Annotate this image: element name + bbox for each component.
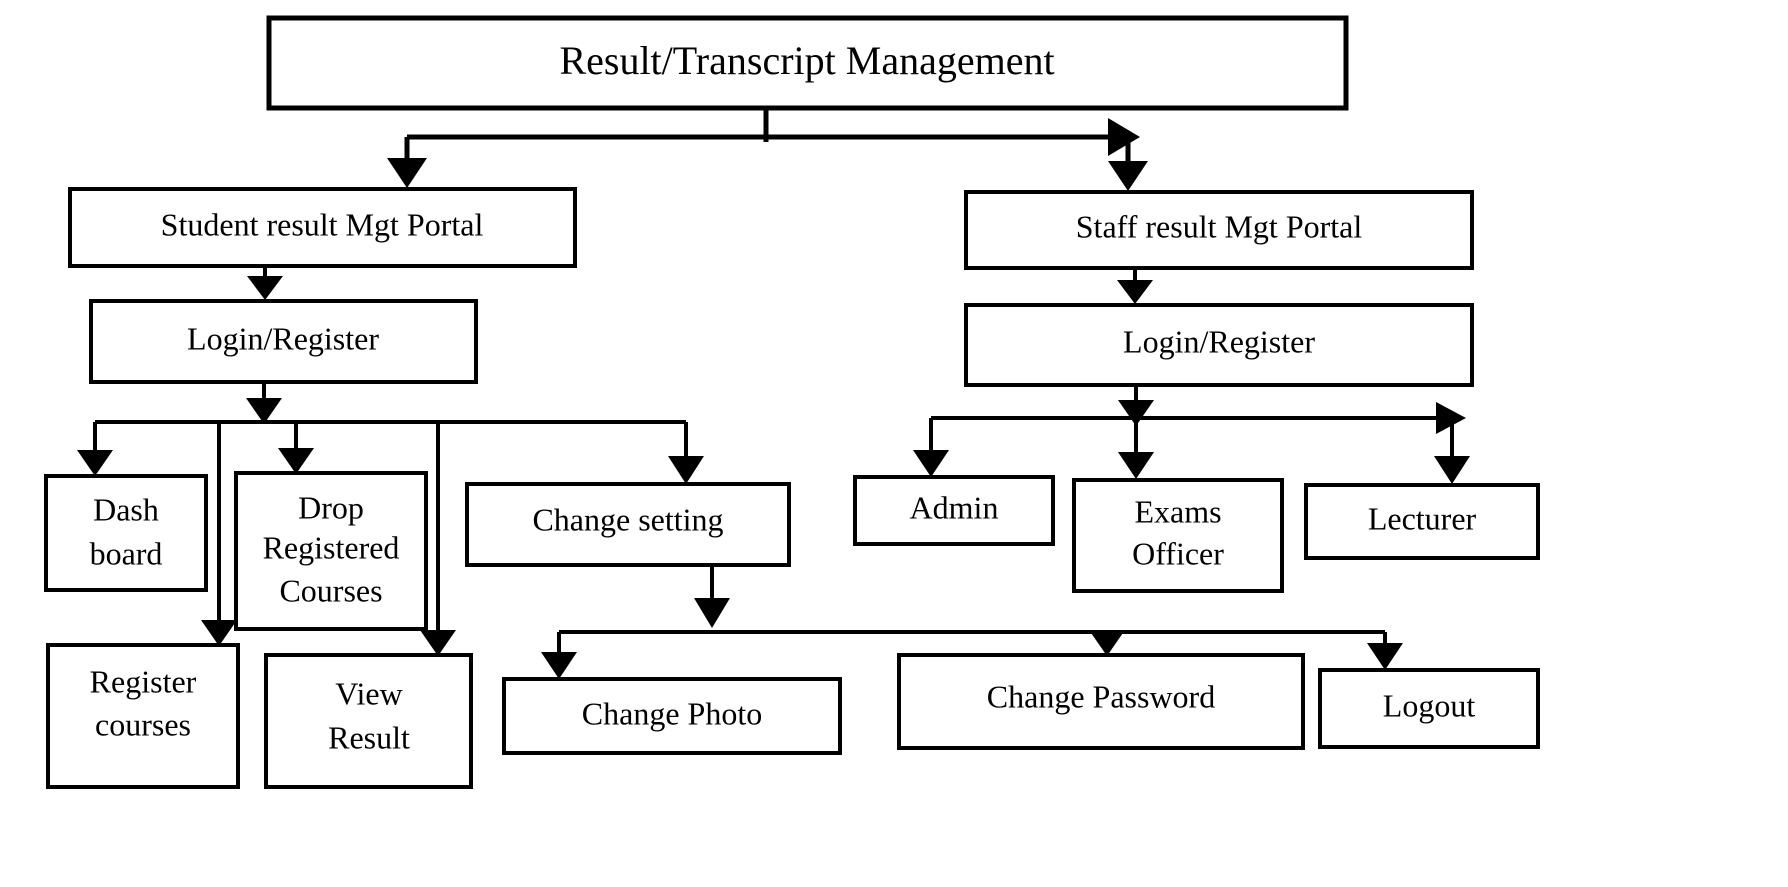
node-admin[interactable]: Admin xyxy=(853,475,1055,546)
node-box-student-portal[interactable] xyxy=(68,187,577,268)
arrow-to-view-result xyxy=(420,630,456,656)
arrow-to-student-portal xyxy=(387,158,427,188)
node-box-admin[interactable] xyxy=(853,475,1055,546)
arrow-to-dashboard xyxy=(77,450,113,476)
node-label-exams-officer-line1: Exams xyxy=(1134,493,1221,529)
arrow-staff-login-stub xyxy=(1118,400,1154,426)
node-staff-result-mgt-portal[interactable]: Staff result Mgt Portal xyxy=(964,190,1474,270)
node-label-root: Result/Transcript Management xyxy=(559,38,1054,83)
node-register-courses[interactable]: Register courses xyxy=(46,643,240,789)
arrow-to-admin xyxy=(913,450,949,477)
node-label-staff-portal: Staff result Mgt Portal xyxy=(1076,208,1363,244)
node-student-login-register[interactable]: Login/Register xyxy=(89,299,478,384)
node-label-dashboard-line2: board xyxy=(90,535,163,571)
arrow-top-bus-right xyxy=(1108,118,1140,156)
connector-layer xyxy=(77,108,1470,679)
node-label-logout: Logout xyxy=(1383,687,1476,723)
node-layer: Result/Transcript Management Student res… xyxy=(44,15,1540,789)
node-lecturer[interactable]: Lecturer xyxy=(1304,483,1540,560)
node-box-change-photo[interactable] xyxy=(502,677,842,755)
arrow-to-lecturer xyxy=(1434,456,1470,484)
node-label-change-password: Change Password xyxy=(987,678,1215,714)
node-label-change-setting: Change setting xyxy=(532,501,723,537)
node-change-password[interactable]: Change Password xyxy=(897,653,1305,750)
arrow-to-register-courses xyxy=(201,620,237,646)
node-box-view-result[interactable] xyxy=(264,653,473,789)
node-label-drop-courses-line1: Drop xyxy=(298,489,364,525)
node-box-student-login[interactable] xyxy=(89,299,478,384)
node-box-lecturer[interactable] xyxy=(1304,483,1540,560)
arrow-to-change-setting xyxy=(668,456,704,484)
node-box-dashboard[interactable] xyxy=(44,474,208,592)
arrow-student-portal-to-login xyxy=(247,276,283,300)
node-label-student-portal: Student result Mgt Portal xyxy=(161,206,484,242)
node-label-view-result-line2: Result xyxy=(328,719,410,755)
arrow-change-setting-stub xyxy=(694,598,730,628)
node-dashboard[interactable]: Dash board xyxy=(44,474,208,592)
arrow-staff-portal-to-login xyxy=(1117,280,1153,304)
node-box-change-setting[interactable] xyxy=(465,482,791,567)
node-label-change-photo: Change Photo xyxy=(582,695,762,731)
arrow-student-login-stub xyxy=(246,398,282,424)
node-label-register-courses-line1: Register xyxy=(90,663,197,699)
node-box-root[interactable] xyxy=(266,15,1349,111)
node-student-result-mgt-portal[interactable]: Student result Mgt Portal xyxy=(68,187,577,268)
node-box-drop-courses[interactable] xyxy=(234,471,428,631)
arrow-to-change-password xyxy=(1089,630,1125,656)
arrow-to-change-photo xyxy=(541,652,577,679)
node-box-staff-login[interactable] xyxy=(964,303,1474,387)
node-staff-login-register[interactable]: Login/Register xyxy=(964,303,1474,387)
node-label-student-login: Login/Register xyxy=(187,320,379,356)
node-label-dashboard-line1: Dash xyxy=(93,491,159,527)
node-label-drop-courses-line2: Registered xyxy=(263,529,400,565)
node-change-setting[interactable]: Change setting xyxy=(465,482,791,567)
arrow-to-logout xyxy=(1367,643,1403,670)
node-label-exams-officer-line2: Officer xyxy=(1132,535,1224,571)
node-label-drop-courses-line3: Courses xyxy=(279,572,382,608)
node-change-photo[interactable]: Change Photo xyxy=(502,677,842,755)
node-logout[interactable]: Logout xyxy=(1318,668,1540,749)
node-drop-registered-courses[interactable]: Drop Registered Courses xyxy=(234,471,428,631)
node-label-lecturer: Lecturer xyxy=(1368,500,1477,536)
node-label-view-result-line1: View xyxy=(335,675,402,711)
node-label-register-courses-line2: courses xyxy=(95,706,191,742)
node-box-change-password[interactable] xyxy=(897,653,1305,750)
arrow-to-drop-courses xyxy=(278,448,314,474)
node-label-admin: Admin xyxy=(910,489,999,525)
arrow-to-staff-portal xyxy=(1108,161,1148,191)
node-label-staff-login: Login/Register xyxy=(1123,323,1315,359)
arrow-to-exams-officer xyxy=(1118,452,1154,479)
node-result-transcript-management[interactable]: Result/Transcript Management xyxy=(266,15,1349,111)
node-box-staff-portal[interactable] xyxy=(964,190,1474,270)
node-box-exams-officer[interactable] xyxy=(1072,478,1284,593)
node-view-result[interactable]: View Result xyxy=(264,653,473,789)
node-box-logout[interactable] xyxy=(1318,668,1540,749)
node-box-register-courses[interactable] xyxy=(46,643,240,789)
node-exams-officer[interactable]: Exams Officer xyxy=(1072,478,1284,593)
